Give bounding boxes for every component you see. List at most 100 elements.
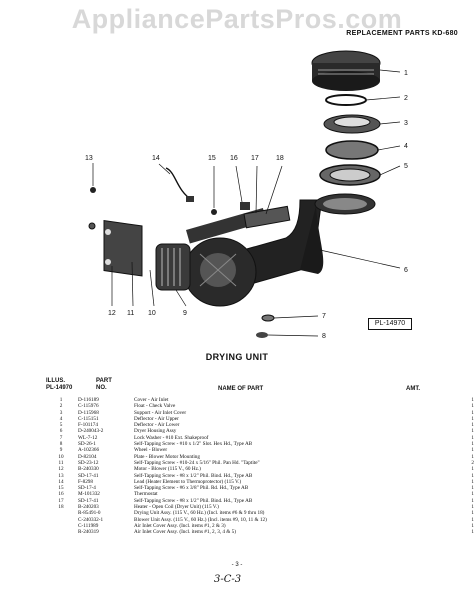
part-number-cell: D-116189 — [78, 397, 99, 403]
amount-cell: 1 — [471, 529, 474, 536]
callout-8: 8 — [322, 333, 326, 340]
amount-cell: 1 — [471, 434, 474, 441]
part-name-cell: Deflector - Air Lower — [134, 422, 180, 429]
part-number-cell: SD-17-4 — [78, 485, 96, 492]
watermark: AppliancePartsPros.com — [71, 4, 403, 34]
illus-cell: 3 — [59, 409, 63, 416]
amount-cell: 1 — [471, 485, 474, 492]
amount-cell: 1 — [471, 441, 474, 448]
amount-cell: 1 — [471, 497, 474, 504]
table-row: 17 SD-17-41 Self-Tapping Screw - #8 x 1/2"… — [44, 498, 474, 504]
amount-cell: 1 — [471, 478, 474, 485]
page-number: - 3 - — [231, 562, 243, 568]
callout-3: 3 — [404, 120, 408, 127]
callout-5: 5 — [404, 163, 408, 170]
part-number-cell: M-101332 — [78, 491, 100, 498]
exploded-parts-diagram: 1 2 3 4 5 6 7 8 9 10 11 12 13 14 15 16 1… — [85, 50, 408, 340]
heater-lead-wire — [165, 167, 193, 201]
illus-header-line1: ILLUS. — [46, 378, 65, 384]
part-number-cell: B-240330 — [78, 466, 99, 473]
illus-cell: 6 — [59, 428, 63, 435]
callout-17: 17 — [251, 155, 259, 162]
callout-4: 4 — [404, 143, 408, 150]
part-name-cell: Self-Tapping Screw - #8 x 1/2" Phil. Bin… — [134, 497, 253, 504]
part-number-cell: SD-17-41 — [78, 472, 99, 479]
column-header-name: NAME OF PART — [218, 386, 264, 392]
part-number-cell: D-82104 — [78, 453, 97, 460]
air-inlet-cover — [311, 50, 381, 91]
part-name-cell: Lead (Heater Element to Thermoprotector)… — [134, 478, 242, 485]
illus-cell: 10 — [58, 453, 64, 460]
section-title: DRYING UNIT — [205, 352, 269, 362]
part-number-cell: C-240332-1 — [78, 516, 104, 523]
part-name-cell: Dryer Housing Assy — [134, 428, 177, 435]
callout-12: 12 — [108, 310, 116, 317]
callout-7: 7 — [322, 313, 326, 320]
callout-18: 18 — [276, 155, 284, 162]
callout-2: 2 — [404, 95, 408, 102]
part-number-cell: F-101174 — [78, 422, 98, 429]
part-name-cell: Self-Tapping Screw - #8 x 1/2" Phil. Bin… — [134, 472, 253, 479]
part-number-cell: B-240203 — [78, 504, 99, 511]
illus-cell: 5 — [59, 422, 63, 429]
open-coil-heater — [243, 205, 291, 229]
screw-and-washer — [256, 314, 275, 338]
illus-cell: 17 — [58, 497, 64, 504]
amount-cell: 1 — [471, 415, 474, 422]
part-header-line2: NO. — [96, 385, 107, 391]
amount-cell: 1 — [471, 516, 474, 523]
amount-cell: 1 — [471, 510, 474, 517]
part-name-cell: Deflector - Air Upper — [134, 415, 179, 422]
part-number-cell: SD-17-41 — [78, 497, 99, 504]
air-inlet-support — [323, 114, 381, 134]
illus-cell: 13 — [58, 472, 64, 479]
amount-cell: 1 — [471, 447, 474, 454]
illus-cell: 11 — [58, 459, 64, 466]
check-valve-float — [325, 94, 367, 106]
amount-cell: 1 — [471, 397, 474, 403]
amount-cell: 1 — [471, 403, 474, 410]
part-header-line1: PART — [96, 378, 112, 384]
illus-cell: 9 — [59, 447, 63, 454]
part-number-cell: D-115968 — [78, 409, 99, 416]
callout-11: 11 — [127, 310, 134, 317]
amount-cell: 2 — [471, 459, 474, 466]
part-name-cell: Blower Unit Assy. (115 V., 60 Hz.) (Incl… — [134, 516, 267, 523]
part-name-cell: Air Inlet Cover Assy. (Incl. items #1, 2… — [134, 522, 226, 529]
illus-cell: 12 — [58, 466, 64, 473]
column-header-illus: ILLUS. PL-14970 — [46, 378, 72, 392]
part-number-cell: D-240043-2 — [78, 428, 104, 435]
callout-1: 1 — [404, 70, 408, 77]
part-number-cell: SD-23-12 — [78, 459, 99, 466]
amount-cell: 1 — [471, 466, 474, 473]
part-name-cell: Heater - Open Coil (Dryer Unit) (115 V.) — [134, 504, 219, 511]
part-name-cell: Support - Air Inlet Cover — [134, 409, 187, 416]
callout-10: 10 — [148, 310, 156, 317]
part-name-cell: Wheel - Blower — [134, 447, 168, 454]
illus-cell: 8 — [59, 441, 63, 448]
page-header: REPLACEMENT PARTS KD-680 — [346, 30, 458, 37]
column-header-amt: AMT. — [406, 386, 420, 392]
part-name-cell: Plate - Blower Motor Mounting — [134, 453, 200, 460]
lower-air-deflector — [319, 164, 381, 186]
callout-14: 14 — [152, 155, 160, 162]
illus-cell: 1 — [59, 397, 63, 403]
illus-cell: 14 — [58, 478, 64, 485]
illus-cell: 16 — [58, 491, 64, 498]
illus-cell — [44, 529, 78, 535]
amount-cell: 1 — [471, 504, 474, 511]
illus-cell: 7 — [59, 434, 63, 441]
plate-label: PL-14970 — [368, 318, 412, 330]
part-name-cell: Lock Washer - #10 Ext. Shakeproof — [134, 434, 209, 441]
part-number-cell: C-111989 — [78, 522, 99, 529]
